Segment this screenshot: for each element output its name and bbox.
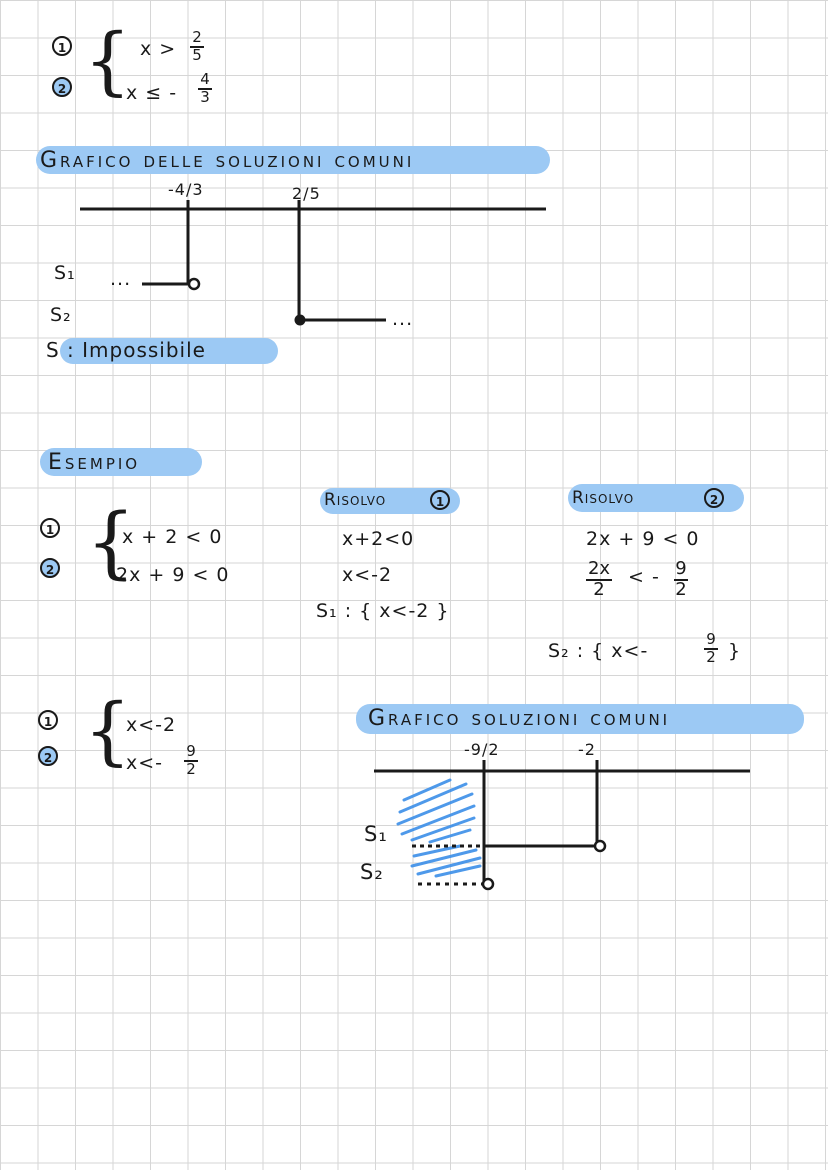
fraction-numerator: 2x	[587, 558, 611, 579]
fraction-denominator: 2	[593, 578, 605, 600]
system-brace: {	[84, 688, 132, 774]
risolvo1-title: Risolvo	[324, 490, 387, 510]
graph1-s1-dots: ...	[110, 268, 132, 290]
esempio-equation-1: x + 2 < 0	[122, 526, 223, 548]
graph2-tick-left: -9/2	[464, 740, 500, 759]
fraction-bar	[586, 578, 612, 581]
graph1-s1-label: S₁	[54, 262, 76, 284]
inequality-2-lhs: x ≤ -	[126, 82, 178, 104]
risolvo2-solution-lhs: S₂ : { x<-	[548, 640, 649, 662]
graph2-title: Grafico soluzioni comuni	[368, 706, 671, 731]
risolvo1-line-2: x<-2	[342, 564, 393, 586]
circle-number-2: 2	[38, 746, 58, 766]
circle-number-2: 2	[704, 488, 724, 508]
risolvo1-line-1: x+2<0	[342, 528, 415, 550]
fraction-bar	[704, 647, 718, 650]
fraction-denominator: 3	[200, 87, 210, 106]
fraction-numerator: 4	[200, 70, 210, 88]
graph1-result: S : Impossibile	[46, 338, 206, 362]
esempio-title: Esempio	[48, 450, 141, 475]
title-highlight	[36, 146, 550, 174]
system-brace: {	[86, 498, 136, 588]
esempio-equation-2: 2x + 9 < 0	[116, 564, 230, 586]
risolvo2-solution-rhs: }	[728, 640, 742, 662]
title-highlight	[356, 704, 804, 734]
fraction-2x-2: 2x 2	[586, 558, 612, 600]
fraction-numerator: 2	[192, 28, 202, 46]
fraction-9-2: 9 2	[704, 630, 718, 666]
risolvo1-solution: S₁ : { x<-2 }	[316, 600, 450, 622]
circle-number-1: 1	[38, 710, 58, 730]
fraction-bar	[198, 87, 212, 90]
fraction-denominator: 5	[192, 45, 202, 64]
fraction-denominator: 2	[186, 759, 196, 778]
circle-number-1: 1	[52, 36, 72, 56]
graph2-s1-label: S₁	[364, 822, 388, 846]
graph2-s2-label: S₂	[360, 860, 384, 884]
fraction-numerator: 9	[186, 742, 196, 760]
system2-inequality-1: x<-2	[126, 714, 177, 736]
graph1-tick-right: 2/5	[292, 184, 321, 203]
fraction-bar	[184, 759, 198, 762]
risolvo2-relation: < -	[628, 566, 660, 588]
circle-number-2: 2	[40, 558, 60, 578]
graph2-open-point-minus-2	[593, 839, 607, 853]
fraction-numerator: 9	[706, 630, 716, 648]
graph2-open-point-minus-9-2	[481, 877, 495, 891]
fraction-denominator: 2	[675, 578, 687, 600]
system-brace: {	[84, 18, 132, 104]
fraction-4-3: 4 3	[198, 70, 212, 106]
result-highlight	[60, 338, 278, 364]
fraction-numerator: 9	[675, 558, 687, 579]
circle-number-1: 1	[40, 518, 60, 538]
graph2-shaded-region	[396, 778, 482, 878]
fraction-bar	[674, 578, 688, 581]
graph1-s2-label: S₂	[50, 304, 72, 326]
risolvo2-title: Risolvo	[572, 488, 635, 508]
fraction-9-2: 9 2	[184, 742, 198, 778]
graph1-title: Grafico delle soluzioni comuni	[40, 148, 415, 173]
circle-number-1: 1	[430, 490, 450, 510]
graph1-s2-dots: ...	[392, 308, 414, 330]
fraction-2-5: 2 5	[190, 28, 204, 64]
graph1-open-point	[187, 277, 201, 291]
fraction-bar	[190, 45, 204, 48]
graph1-closed-point	[294, 314, 306, 326]
system2-inequality-2-lhs: x<-	[126, 752, 164, 774]
circle-number-2: 2	[52, 77, 72, 97]
fraction-9-2: 9 2	[674, 558, 688, 600]
inequality-1-lhs: x >	[140, 38, 177, 60]
fraction-denominator: 2	[706, 647, 716, 666]
graph1-tick-left: -4/3	[168, 180, 204, 199]
risolvo2-line-1: 2x + 9 < 0	[586, 528, 700, 550]
graph2-tick-right: -2	[578, 740, 596, 759]
esempio-highlight	[40, 448, 202, 476]
